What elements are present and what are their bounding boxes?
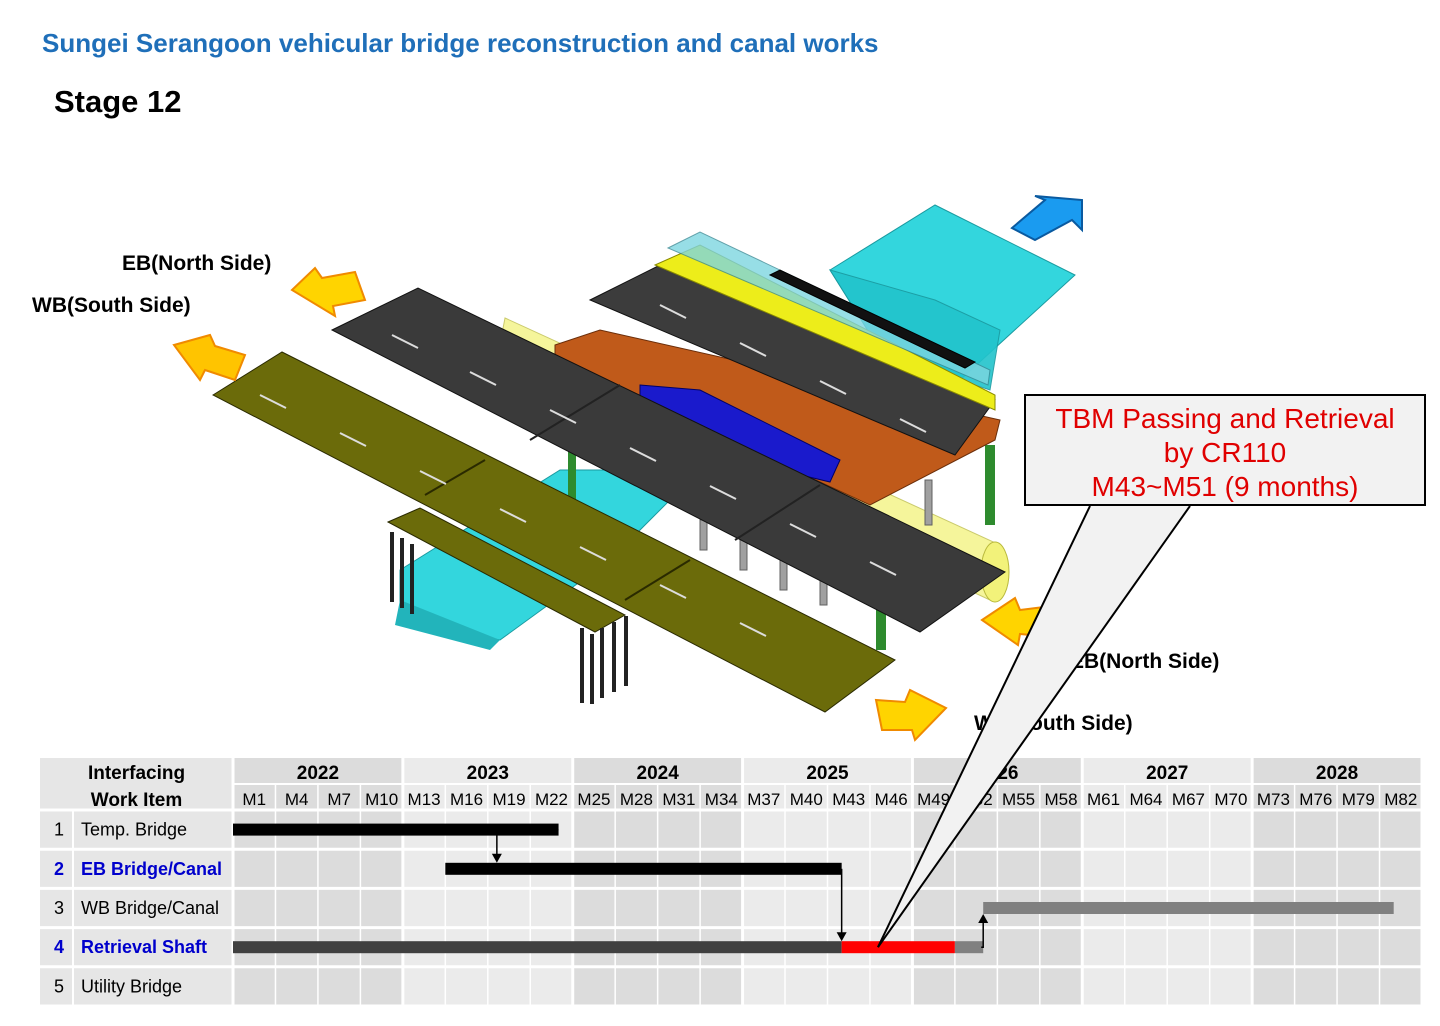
- month-label: M7: [327, 790, 351, 809]
- row-number: 5: [54, 976, 64, 996]
- callout-pointer-edge-1: [877, 505, 1091, 948]
- month-label: M67: [1172, 790, 1205, 809]
- callout-line-3: M43~M51 (9 months): [1091, 471, 1359, 502]
- arrow-wb-bottom-icon: [874, 688, 948, 742]
- row-label: Retrieval Shaft: [81, 937, 207, 957]
- temp-bridge: [386, 507, 627, 633]
- arrow-canal-flow-icon: [1010, 195, 1083, 242]
- month-label: M16: [450, 790, 483, 809]
- wb-south-label-top: WB(South Side): [32, 294, 191, 317]
- eb-north-label-top: EB(North Side): [122, 252, 272, 275]
- year-label: 2023: [467, 763, 509, 784]
- arrow-eb-top-icon: [290, 266, 367, 319]
- dependency-arrow-1: [496, 828, 559, 855]
- month-label: M4: [285, 790, 309, 809]
- month-label: M46: [875, 790, 908, 809]
- year-label: 2028: [1316, 763, 1358, 784]
- row-label: Utility Bridge: [81, 976, 182, 996]
- bridge-illustration: [172, 195, 1083, 742]
- dependency-arrow-1-head: [491, 853, 502, 863]
- year-label: 2022: [297, 763, 339, 784]
- gantt-bar: [233, 823, 559, 836]
- row-number: 3: [54, 898, 64, 918]
- month-label: M49: [917, 790, 950, 809]
- month-label: M43: [832, 790, 865, 809]
- stage-label: Stage 12: [54, 84, 182, 119]
- month-label: M25: [577, 790, 610, 809]
- year-label: 2025: [806, 763, 849, 784]
- tbm-callout: TBM Passing and Retrieval by CR110 M43~M…: [1024, 394, 1426, 506]
- page-title: Sungei Serangoon vehicular bridge recons…: [42, 28, 879, 58]
- eb-north-label-bottom: EB(North Side): [1070, 650, 1220, 673]
- month-label: M37: [747, 790, 780, 809]
- black-rail: [768, 269, 977, 369]
- temp-bridge-piles: [390, 532, 628, 704]
- month-label: M55: [1002, 790, 1035, 809]
- glass-rail: [666, 231, 991, 386]
- month-label: M13: [408, 790, 441, 809]
- month-label: M61: [1087, 790, 1120, 809]
- gantt-bar: [954, 941, 984, 954]
- year-label: 2024: [637, 763, 680, 784]
- month-label: M1: [242, 790, 266, 809]
- wb-deck: [211, 351, 896, 713]
- lane-markings: [259, 304, 927, 637]
- callout-line-2: by CR110: [1163, 437, 1287, 468]
- eb-deck-main: [330, 287, 1006, 633]
- year-label: 2027: [1146, 763, 1188, 784]
- row-label: Temp. Bridge: [81, 820, 187, 840]
- row-number: 1: [54, 820, 64, 840]
- month-label: M19: [492, 790, 525, 809]
- gantt-bar: [841, 941, 955, 954]
- dependency-arrow-3-head: [978, 914, 989, 923]
- row-number: 4: [54, 937, 64, 957]
- month-label: M70: [1214, 790, 1247, 809]
- month-label: M34: [705, 790, 738, 809]
- callout-line-1: TBM Passing and Retrieval: [1055, 403, 1395, 434]
- callout-pointer-edge-2: [877, 505, 1191, 948]
- month-label: M31: [662, 790, 695, 809]
- month-label: M64: [1129, 790, 1162, 809]
- canal-lower-floor: [395, 600, 500, 650]
- month-label: M10: [365, 790, 398, 809]
- arrow-wb-top-icon: [172, 333, 247, 382]
- row-label: WB Bridge/Canal: [81, 898, 219, 918]
- month-label: M79: [1342, 790, 1375, 809]
- header-interfacing: Interfacing: [88, 763, 185, 784]
- gantt-bar: [445, 862, 842, 875]
- gantt-bar: [233, 941, 842, 954]
- month-label: M28: [620, 790, 653, 809]
- green-columns: [568, 445, 995, 650]
- dependency-arrow-3: [981, 922, 984, 948]
- month-label: M82: [1384, 790, 1417, 809]
- row-label: EB Bridge/Canal: [81, 859, 222, 879]
- month-label: M40: [790, 790, 823, 809]
- gantt-bar: [983, 902, 1394, 914]
- month-label: M73: [1257, 790, 1290, 809]
- dependency-arrow-2-head: [836, 932, 847, 942]
- header-work-item: Work Item: [91, 790, 183, 811]
- month-label: M76: [1299, 790, 1332, 809]
- month-label: M58: [1045, 790, 1078, 809]
- month-label: M22: [535, 790, 568, 809]
- row-number: 2: [54, 859, 64, 879]
